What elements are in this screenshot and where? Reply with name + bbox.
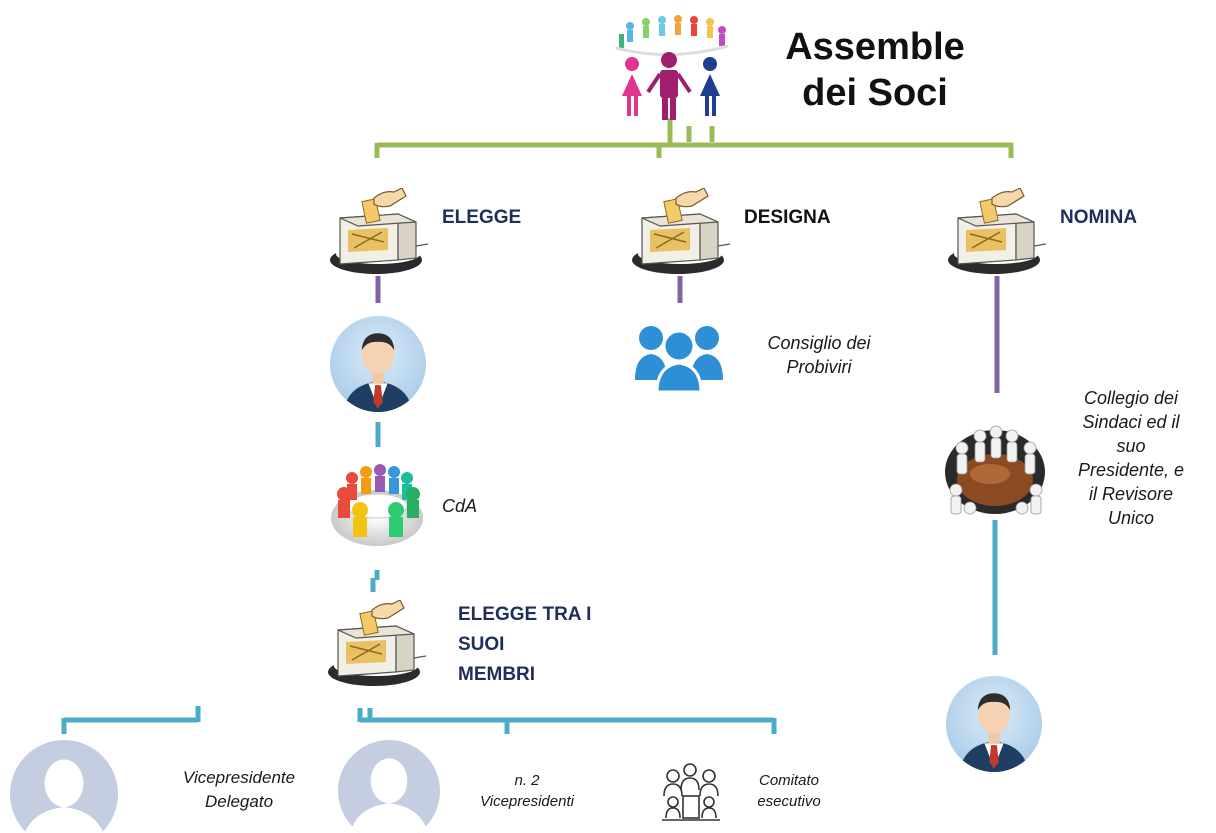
nomina-label: NOMINA	[1060, 207, 1138, 228]
teal-connectors	[61, 422, 998, 734]
purple-connectors	[375, 276, 1000, 393]
vicepresidenti-silhouette-icon	[338, 740, 440, 833]
sindaci-line2: Sindaci ed il	[1082, 412, 1180, 432]
vicepresidenti-label: n. 2 Vicepresidenti	[472, 770, 582, 812]
ballot-box-icon-designa	[631, 188, 730, 275]
cda-label: CdA	[442, 496, 478, 516]
people-group-icon	[635, 326, 723, 394]
sindaci-line1: Collegio dei	[1083, 388, 1179, 408]
elegge-tra-line1: ELEGGE TRA I	[458, 604, 592, 625]
figures-icon	[622, 52, 720, 120]
meeting-table-icon	[331, 464, 423, 546]
ballot-box-icon-elegge	[329, 188, 428, 275]
vicepresidente-label: Vicepresidente Delegato	[164, 766, 314, 814]
sindaci-line6: Unico	[1107, 508, 1155, 528]
people-ring-icon	[615, 15, 729, 57]
probiviri-line2: Probiviri	[786, 357, 852, 377]
assembly-title-line2: dei Soci	[802, 72, 948, 114]
probiviri-label: Consiglio dei Probiviri	[744, 331, 894, 379]
sindaci-line5: il Revisore	[1088, 484, 1174, 504]
revisore-avatar-icon	[946, 676, 1042, 772]
comitato-label: Comitato esecutivo	[744, 770, 834, 812]
designa-label: DESIGNA	[744, 207, 831, 228]
vicepresidenti-line1: n. 2	[514, 772, 540, 789]
vicepresidente-line2: Delegato	[204, 792, 274, 811]
president-avatar-icon	[330, 316, 426, 412]
sindaci-line4: Presidente, e	[1077, 460, 1185, 480]
probiviri-line1: Consiglio dei	[767, 333, 871, 353]
elegge-tra-line3: MEMBRI	[458, 664, 536, 685]
ballot-box-icon-nomina	[947, 188, 1046, 275]
ballot-box-icon-elegge-tra	[327, 600, 426, 687]
elegge-label: ELEGGE	[442, 207, 522, 228]
board-meeting-icon	[945, 425, 1045, 515]
vicepresidente-silhouette-icon	[10, 740, 118, 833]
comitato-line1: Comitato	[758, 772, 820, 789]
sindaci-label: Collegio dei Sindaci ed il suo President…	[1056, 386, 1206, 530]
sindaci-line3: suo	[1116, 436, 1146, 456]
assembly-icon	[615, 15, 729, 120]
committee-icon	[662, 763, 720, 821]
green-connectors	[374, 118, 1014, 158]
assembly-title-line1: Assemble	[785, 26, 965, 68]
assembly-title: Assemble dei Soci	[770, 24, 980, 116]
comitato-line2: esecutivo	[757, 793, 821, 810]
vicepresidente-line1: Vicepresidente	[182, 768, 296, 787]
elegge-tra-label: ELEGGE TRA I SUOI MEMBRI	[458, 600, 591, 690]
vicepresidenti-line2: Vicepresidenti	[480, 793, 574, 810]
elegge-tra-line2: SUOI	[458, 634, 505, 655]
